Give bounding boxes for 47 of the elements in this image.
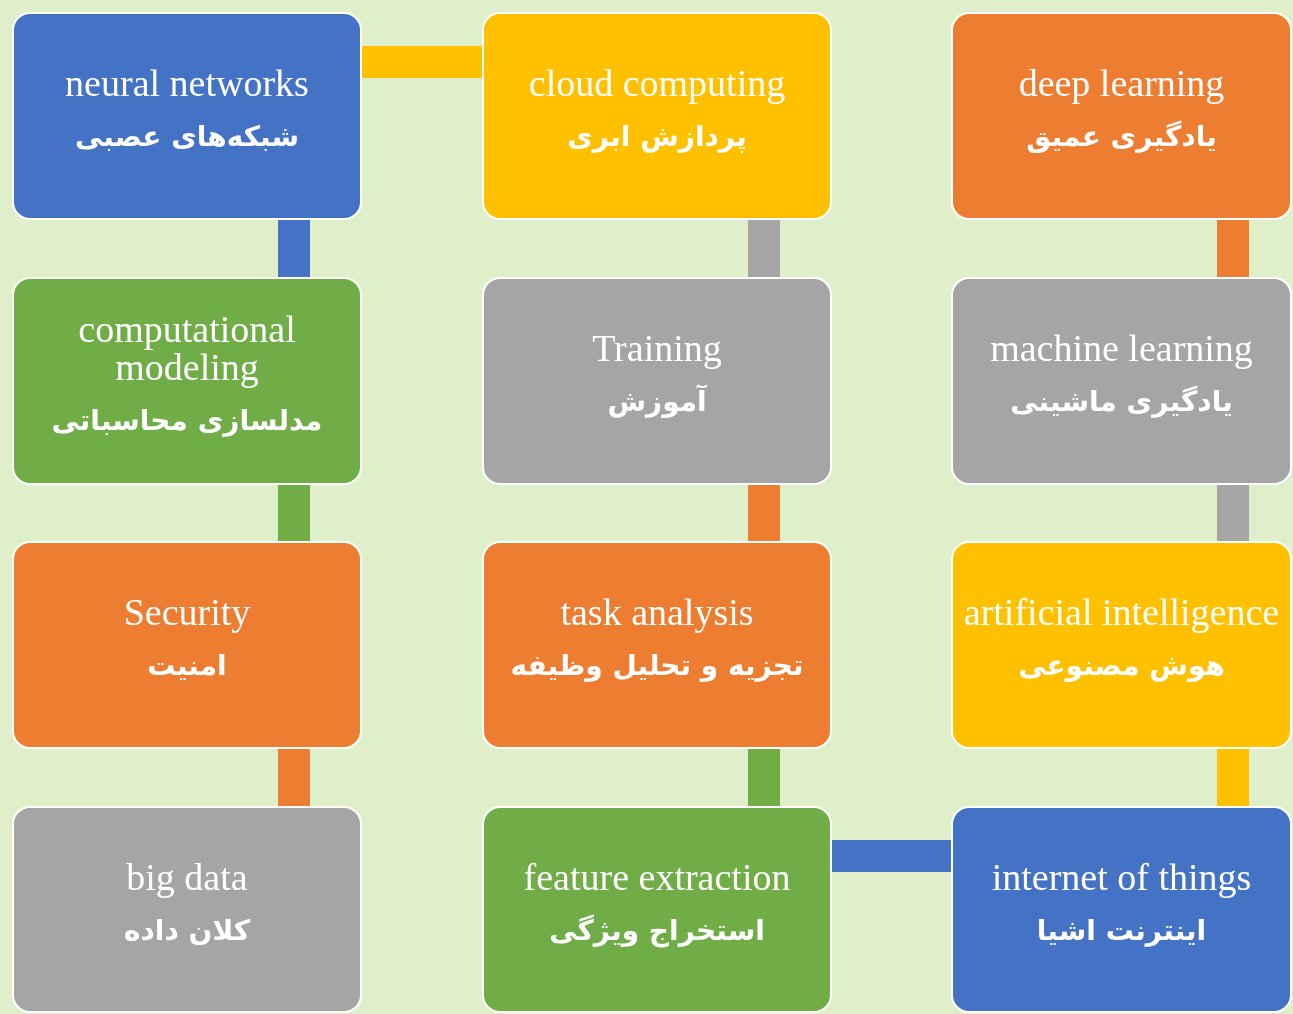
concept-box xyxy=(482,806,832,1013)
persian-term: شبکه‌های عصبی xyxy=(74,120,299,154)
concept-box xyxy=(951,277,1292,485)
english-term: neural networks xyxy=(65,64,309,102)
persian-term: استخراج ویژگی xyxy=(549,913,765,948)
english-term: artificial intelligence xyxy=(963,593,1280,631)
english-term: Security xyxy=(123,593,251,631)
concept-box xyxy=(951,541,1292,749)
concept-box xyxy=(482,541,832,749)
persian-term: هوش مصنوعی xyxy=(1018,649,1225,683)
english-term: big data xyxy=(126,857,248,896)
english-term: feature extraction xyxy=(523,857,791,896)
persian-term: مدلسازی محاسباتی xyxy=(51,404,323,438)
persian-term: امنیت xyxy=(147,649,227,683)
concept-box xyxy=(12,541,362,749)
concept-box xyxy=(482,277,832,485)
connector-bar xyxy=(748,749,780,806)
concept-box xyxy=(12,12,362,220)
persian-term: اینترنت اشیا xyxy=(1036,913,1207,948)
connector-bar xyxy=(1217,220,1249,277)
concept-box xyxy=(12,277,362,485)
concept-box xyxy=(12,806,362,1013)
persian-term: آموزش xyxy=(607,385,707,419)
connector-bar xyxy=(832,840,951,872)
connector-bar xyxy=(748,220,780,277)
english-term: deep learning xyxy=(1018,64,1225,102)
connector-bar xyxy=(1217,485,1249,541)
english-term: machine learning xyxy=(990,329,1253,367)
connector-bar xyxy=(278,749,310,806)
persian-term: تجزیه و تحلیل وظیفه xyxy=(510,649,804,683)
concept-box xyxy=(482,12,832,220)
connector-bar xyxy=(278,220,310,277)
persian-term: یادگیری عمیق xyxy=(1026,120,1217,154)
concept-box xyxy=(951,806,1292,1013)
concept-box xyxy=(951,12,1292,220)
english-term: cloud computing xyxy=(528,64,786,102)
connector-bar xyxy=(278,485,310,541)
english-term: Training xyxy=(592,329,722,367)
connector-bar xyxy=(748,485,780,541)
english-term: computational modeling xyxy=(77,310,297,386)
english-term: task analysis xyxy=(560,593,754,631)
english-term: internet of things xyxy=(991,857,1252,896)
connector-bar xyxy=(1217,749,1249,806)
persian-term: یادگیری ماشینی xyxy=(1010,385,1233,419)
persian-term: پردازش ابری xyxy=(567,120,747,154)
connector-bar xyxy=(362,46,482,78)
persian-term: کلان داده xyxy=(123,913,251,948)
